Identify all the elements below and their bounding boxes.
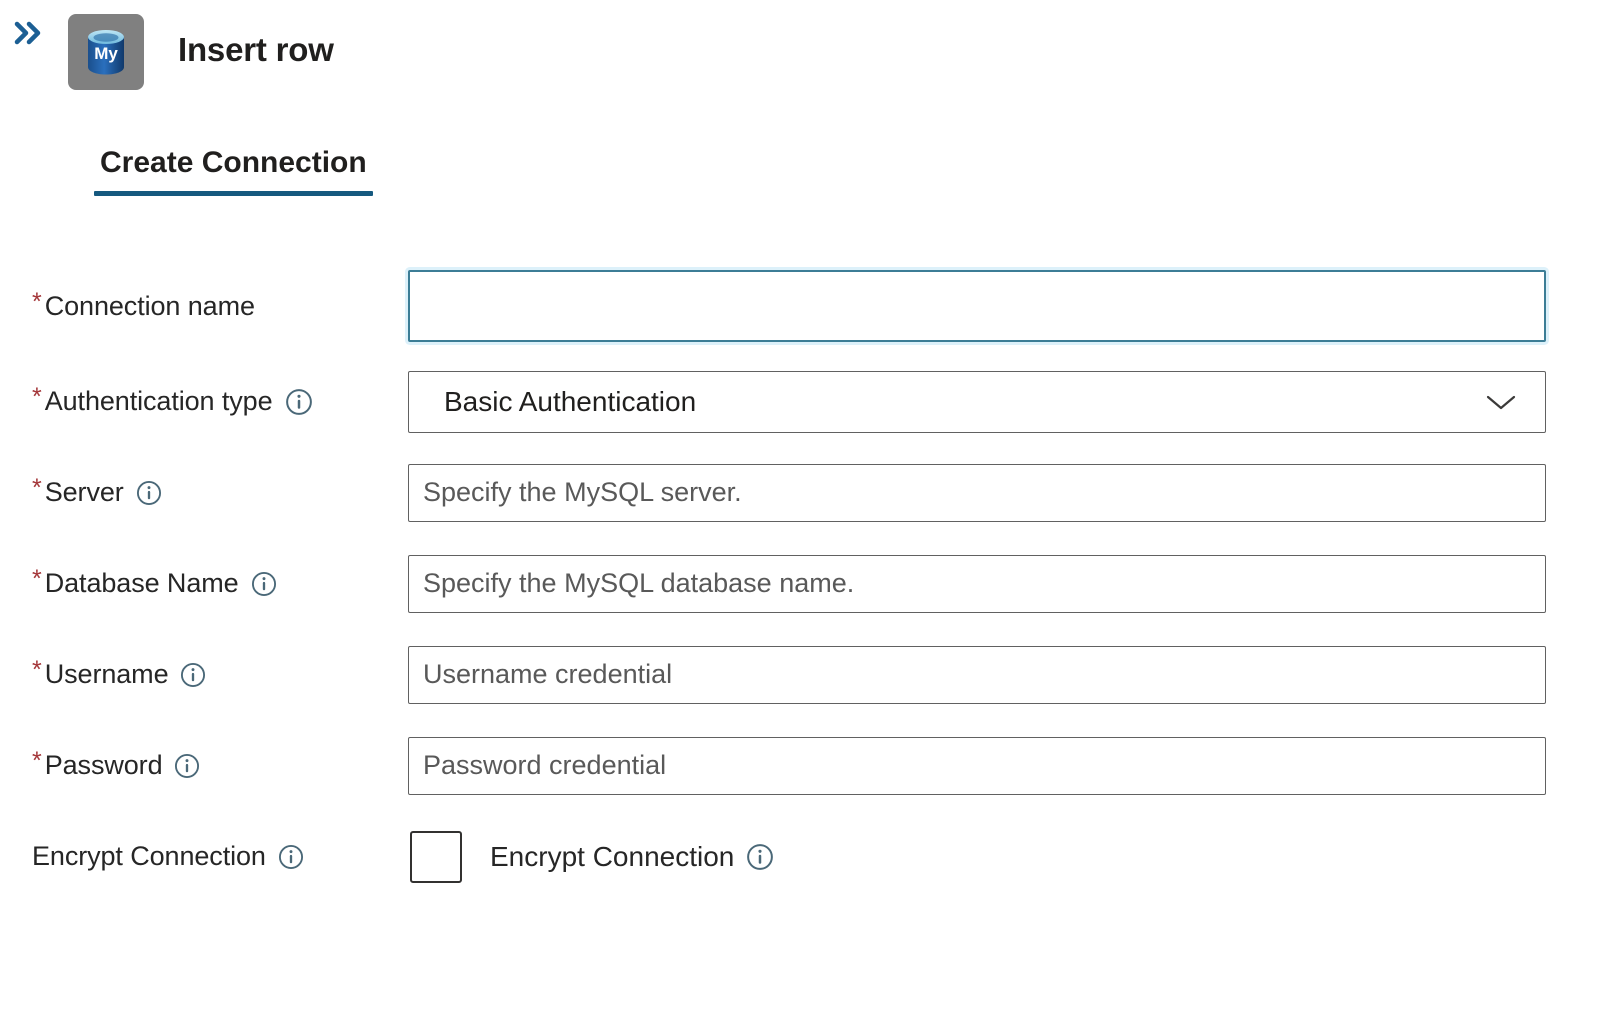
required-asterisk: * [32, 565, 42, 593]
required-asterisk: * [32, 656, 42, 684]
authentication-type-dropdown[interactable]: Basic Authentication [408, 370, 1546, 433]
info-icon-server[interactable] [135, 479, 163, 507]
label-connection-name: * Connection name [0, 287, 408, 322]
label-text: Username [44, 659, 169, 689]
connection-name-input[interactable] [408, 270, 1546, 342]
server-input[interactable]: Specify the MySQL server. [408, 463, 1546, 522]
form-row-password: * Password Password credential [0, 720, 1624, 811]
password-placeholder: Password credential [423, 750, 667, 780]
tab-label: Create Connection [100, 146, 367, 179]
field-cell-database-name: Specify the MySQL database name. [408, 554, 1624, 613]
label-text: Database Name [44, 568, 239, 598]
field-cell-connection-name [408, 270, 1624, 342]
info-icon-password[interactable] [173, 752, 201, 780]
server-placeholder: Specify the MySQL server. [423, 477, 742, 507]
page-title: Insert row [178, 31, 334, 68]
encrypt-connection-checkbox[interactable] [410, 830, 462, 883]
form-row-authentication-type: * Authentication type Basic Authenticati… [0, 356, 1624, 447]
info-icon-encrypt-connection-checkbox[interactable] [745, 842, 775, 872]
field-cell-username: Username credential [408, 645, 1624, 704]
required-asterisk: * [32, 287, 42, 316]
label-password: * Password [0, 747, 408, 781]
database-name-placeholder: Specify the MySQL database name. [423, 568, 855, 598]
label-encrypt-connection: Encrypt Connection [0, 841, 408, 872]
authentication-type-value: Basic Authentication [444, 385, 697, 417]
create-connection-form: * Connection name * Authentication type [0, 256, 1624, 902]
label-database-name: * Database Name [0, 565, 408, 599]
encrypt-connection-checkbox-label[interactable]: Encrypt Connection [490, 840, 735, 872]
required-asterisk: * [32, 747, 42, 775]
field-cell-authentication-type: Basic Authentication [408, 370, 1624, 433]
label-username: * Username [0, 656, 408, 690]
form-row-database-name: * Database Name Specify the MySQL databa… [0, 538, 1624, 629]
form-row-server: * Server Specify the MySQL server. [0, 447, 1624, 538]
required-asterisk: * [32, 474, 42, 502]
encrypt-connection-checkbox-labelgroup: Encrypt Connection [462, 841, 775, 873]
form-row-username: * Username Username credential [0, 629, 1624, 720]
app-icon-text: My [94, 44, 118, 63]
label-text: Authentication type [44, 386, 273, 416]
tab-strip: Create Connection [78, 140, 389, 196]
label-text: Connection name [44, 290, 255, 321]
username-placeholder: Username credential [423, 659, 673, 689]
form-row-encrypt-connection: Encrypt Connection Encrypt Connection [0, 811, 1624, 902]
required-asterisk: * [32, 383, 42, 411]
encrypt-connection-checkbox-row: Encrypt Connection [408, 830, 1546, 883]
info-icon-authentication-type[interactable] [284, 387, 314, 417]
label-server: * Server [0, 474, 408, 508]
password-input[interactable]: Password credential [408, 736, 1546, 795]
double-chevron-right-icon[interactable] [4, 18, 56, 48]
info-icon-encrypt-connection[interactable] [277, 843, 305, 871]
chevron-down-icon[interactable] [1481, 390, 1521, 414]
label-text: Password [44, 750, 163, 780]
info-icon-database-name[interactable] [250, 570, 278, 598]
field-cell-encrypt-connection: Encrypt Connection [408, 830, 1624, 883]
mysql-database-icon: My [68, 14, 144, 90]
label-text: Encrypt Connection [32, 841, 266, 871]
tab-create-connection[interactable]: Create Connection [78, 140, 389, 196]
database-name-input[interactable]: Specify the MySQL database name. [408, 554, 1546, 613]
field-cell-password: Password credential [408, 736, 1624, 795]
info-icon-username[interactable] [179, 661, 207, 689]
form-row-connection-name: * Connection name [0, 256, 1624, 356]
field-cell-server: Specify the MySQL server. [408, 463, 1624, 522]
label-authentication-type: * Authentication type [0, 383, 408, 417]
label-text: Server [44, 477, 124, 507]
username-input[interactable]: Username credential [408, 645, 1546, 704]
panel-header: My Insert row [0, 0, 1624, 100]
